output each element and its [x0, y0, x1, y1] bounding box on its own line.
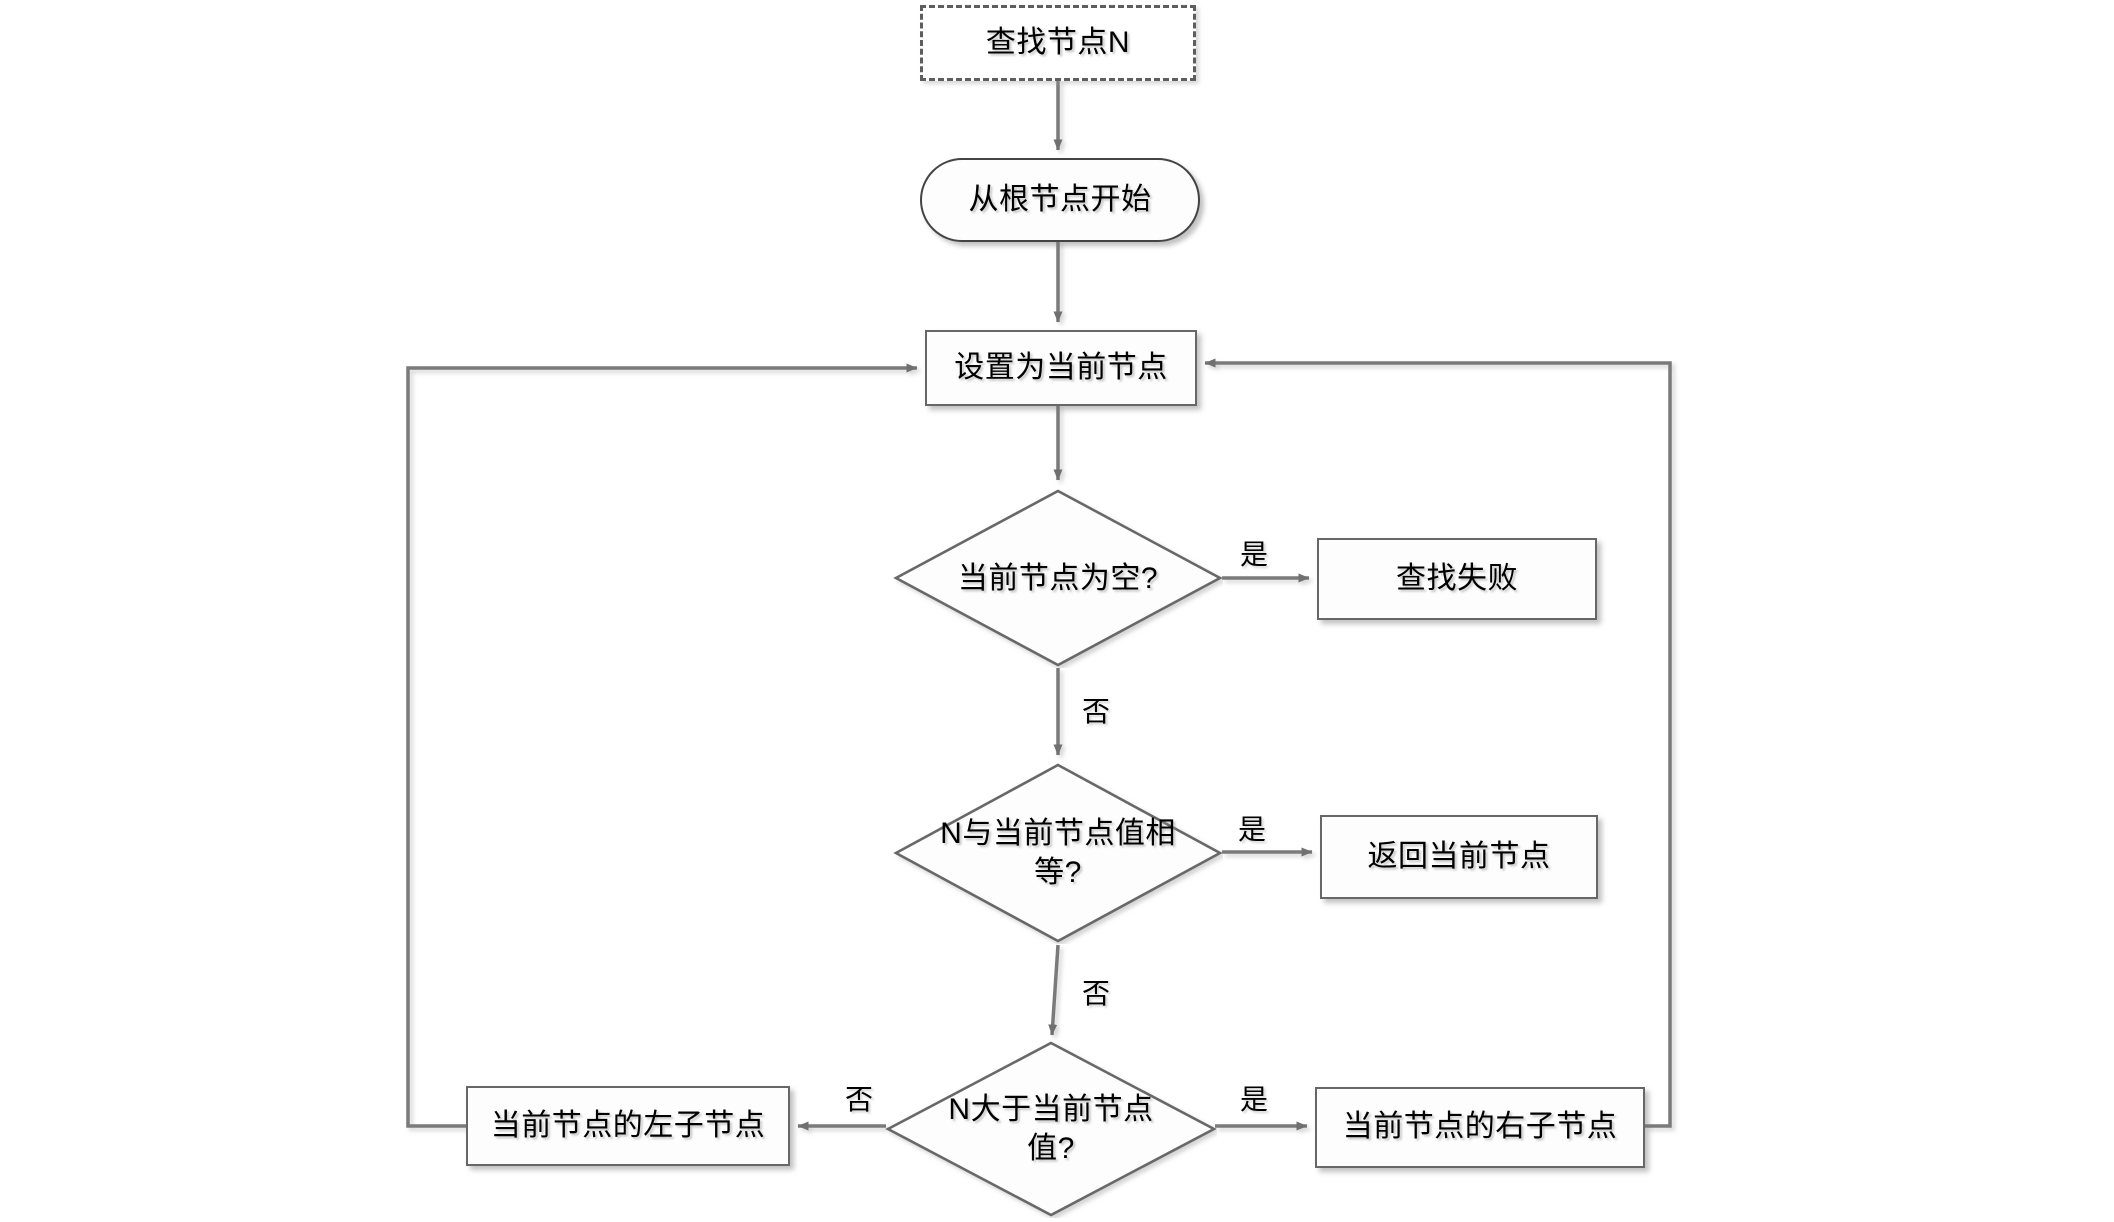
node-search-fail[interactable]: 查找失败 [1317, 538, 1597, 620]
node-greater-label: N大于当前节点值? [948, 1093, 1154, 1165]
edge-leftchild-feedback [406, 363, 918, 1128]
node-right-child-label: 当前节点的右子节点 [1342, 1110, 1618, 1144]
node-return-node-label: 返回当前节点 [1367, 839, 1551, 873]
node-set-current-label: 设置为当前节点 [954, 350, 1168, 384]
node-right-child[interactable]: 当前节点的右子节点 [1315, 1087, 1645, 1168]
node-from-root[interactable]: 从根节点开始 [920, 158, 1200, 242]
edge-label-greater-no: 否 [845, 1084, 874, 1115]
node-left-child[interactable]: 当前节点的左子节点 [466, 1086, 790, 1166]
edge-label-greater-yes: 是 [1240, 1084, 1269, 1115]
edge-label-equals-yes: 是 [1238, 814, 1267, 845]
node-start[interactable]: 查找节点N [920, 5, 1196, 81]
node-search-fail-label: 查找失败 [1396, 561, 1518, 595]
node-equals-label: N与当前节点值相等? [940, 817, 1176, 889]
node-is-empty-label: 当前节点为空? [957, 561, 1159, 595]
edge-label-equals-no: 否 [1082, 978, 1111, 1009]
node-greater[interactable]: N大于当前节点值? [885, 1040, 1217, 1218]
node-is-empty[interactable]: 当前节点为空? [893, 488, 1223, 668]
edge-equals-no [1048, 944, 1060, 1036]
node-equals[interactable]: N与当前节点值相等? [893, 762, 1223, 944]
node-left-child-label: 当前节点的左子节点 [490, 1108, 766, 1142]
node-start-label: 查找节点N [985, 25, 1131, 59]
edge-label-empty-no: 否 [1082, 696, 1111, 727]
node-return-node[interactable]: 返回当前节点 [1320, 815, 1598, 899]
edge-label-empty-yes: 是 [1240, 539, 1269, 570]
node-set-current[interactable]: 设置为当前节点 [925, 330, 1197, 406]
edge-rightchild-feedback [1204, 358, 1672, 1128]
node-from-root-label: 从根节点开始 [968, 182, 1152, 216]
